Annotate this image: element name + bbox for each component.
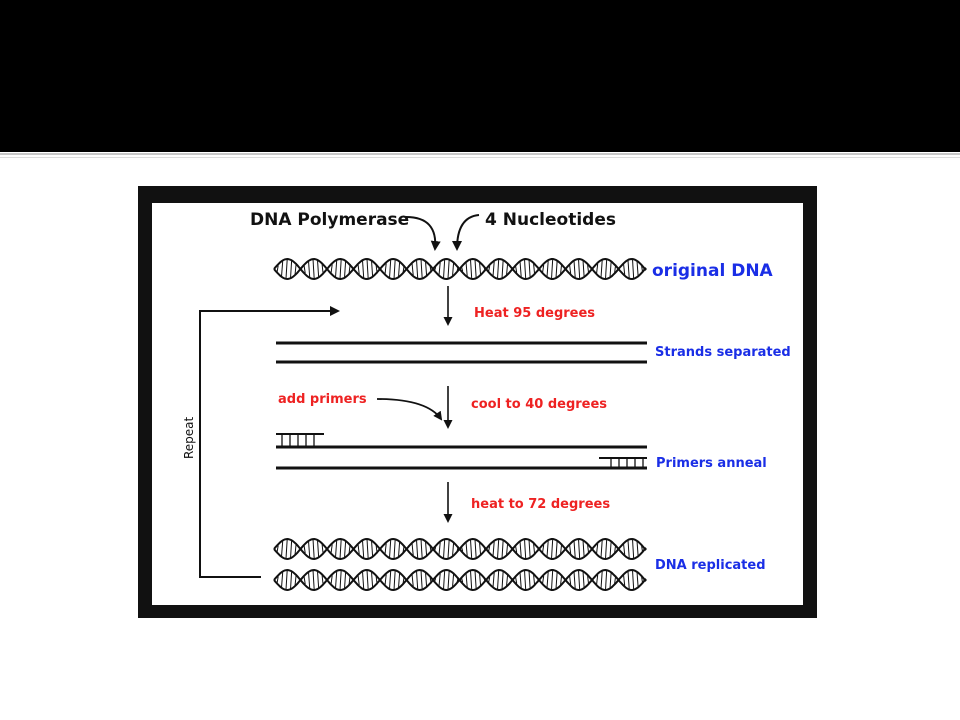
pcr-diagram: DNA Polymerase 4 Nucleotides original DN… — [182, 210, 791, 592]
dna-replicated-label: DNA replicated — [655, 558, 766, 573]
original-dna-helix — [273, 257, 647, 281]
add-primers-label: add primers — [278, 392, 367, 407]
repeat-label: Repeat — [182, 416, 196, 459]
primers-anneal-label: Primers anneal — [656, 456, 767, 471]
primer-right — [599, 457, 647, 467]
slide-title-bar — [0, 0, 960, 152]
add-primers-arrow — [376, 398, 443, 421]
polymerase-arrow — [405, 216, 441, 251]
strands-separated-label: Strands separated — [655, 345, 791, 360]
dna-polymerase-label: DNA Polymerase — [250, 210, 409, 230]
pcr-diagram-panel: DNA Polymerase 4 Nucleotides original DN… — [152, 203, 803, 605]
nucleotides-label: 4 Nucleotides — [485, 210, 616, 230]
replicated-dna-helix-1 — [273, 537, 647, 561]
pcr-diagram-frame: DNA Polymerase 4 Nucleotides original DN… — [138, 186, 817, 618]
replicated-dna-helix-2 — [273, 568, 647, 592]
original-dna-label: original DNA — [652, 261, 774, 281]
heat-95-label: Heat 95 degrees — [474, 306, 595, 321]
nucleotides-arrow — [452, 214, 480, 251]
title-divider — [0, 153, 960, 155]
primer-left — [276, 433, 324, 446]
repeat-loop-arrow — [199, 306, 340, 578]
title-divider-thin — [0, 157, 960, 158]
heat-72-label: heat to 72 degrees — [471, 497, 610, 512]
cool-40-label: cool to 40 degrees — [471, 397, 607, 412]
